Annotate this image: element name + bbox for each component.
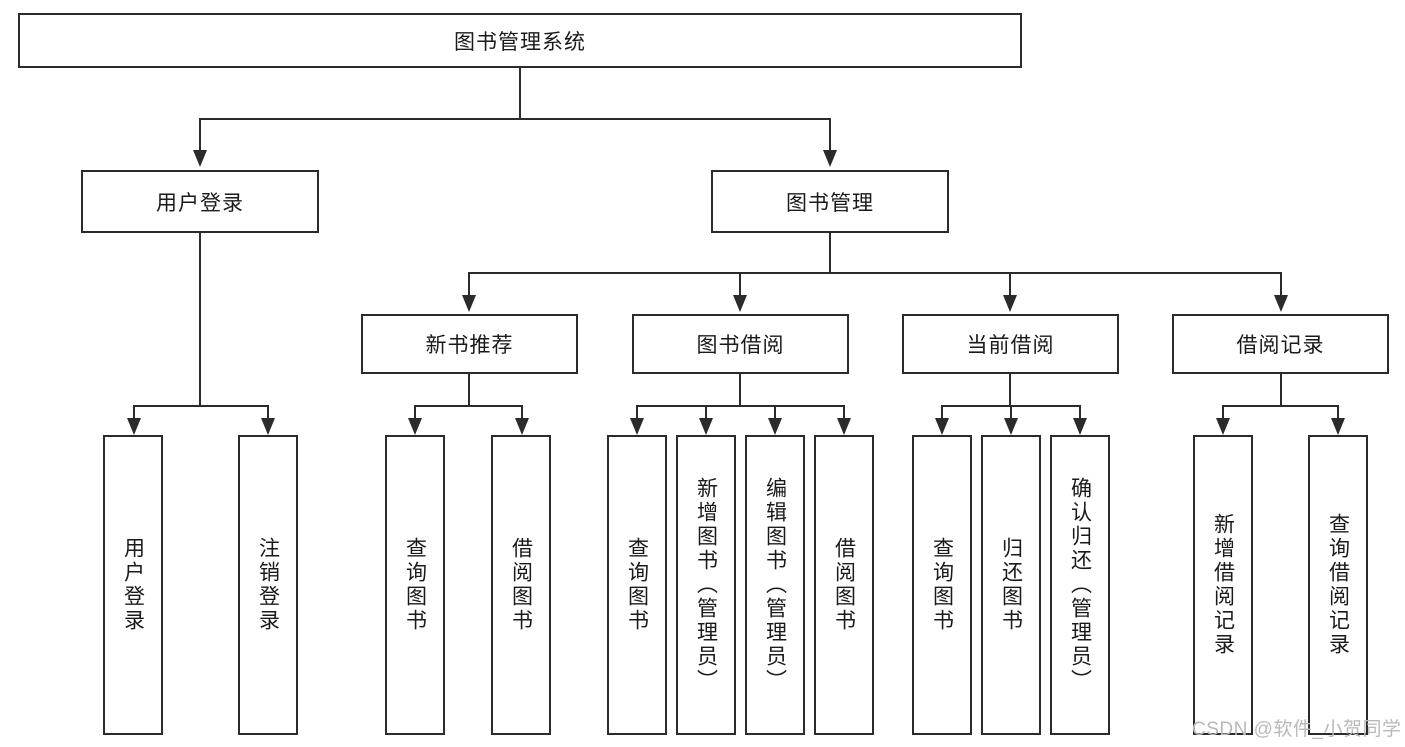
arrowhead-current-1 [935, 418, 949, 435]
node-label: 确认归还（管理员） [1068, 477, 1092, 693]
arrowhead-borrow-2 [699, 418, 713, 435]
node-label: 图书借阅 [696, 334, 785, 357]
leaf-query-book-borrow[interactable]: 查询图书 [607, 435, 667, 735]
connector-level1-bus [199, 118, 831, 120]
node-label: 借阅图书 [832, 537, 856, 633]
arrowhead-current-2 [1004, 418, 1018, 435]
arrowhead-borrow-3 [768, 418, 782, 435]
connector-user-login-bus [133, 405, 267, 407]
node-label: 归还图书 [999, 537, 1023, 633]
node-user-login[interactable]: 用户登录 [81, 170, 319, 233]
node-label: 编辑图书（管理员） [763, 477, 787, 693]
node-label: 用户登录 [156, 191, 244, 215]
node-label: 新增借阅记录 [1211, 513, 1235, 657]
node-label: 注销登录 [256, 537, 280, 633]
leaf-logout[interactable]: 注销登录 [238, 435, 298, 735]
node-label: 当前借阅 [966, 334, 1055, 357]
arrowhead-record-1 [1216, 418, 1230, 435]
connector-root-stem [519, 68, 521, 119]
leaf-return-book[interactable]: 归还图书 [981, 435, 1041, 735]
node-root-library-system[interactable]: 图书管理系统 [18, 13, 1022, 68]
connector-record-bus [1222, 405, 1338, 407]
connector-recommend-stem [468, 374, 470, 406]
node-label: 图书管理 [786, 191, 874, 215]
leaf-query-book-recommend[interactable]: 查询图书 [385, 435, 445, 735]
arrowhead-borrow-4 [837, 418, 851, 435]
arrowhead-level2-2 [733, 295, 747, 312]
node-borrow-record[interactable]: 借阅记录 [1172, 314, 1389, 374]
connector-record-stem [1280, 374, 1282, 406]
leaf-edit-book-admin[interactable]: 编辑图书（管理员） [745, 435, 805, 735]
arrowhead-borrow-1 [630, 418, 644, 435]
arrowhead-level2-1 [462, 295, 476, 312]
leaf-query-book-current[interactable]: 查询图书 [912, 435, 972, 735]
connector-borrow-stem [739, 374, 741, 406]
arrowhead-recommend-2 [515, 418, 529, 435]
arrowhead-recommend-1 [408, 418, 422, 435]
arrowhead-user-login-2 [261, 418, 275, 435]
connector-level2-drop-1 [468, 272, 470, 298]
arrowhead-record-2 [1331, 418, 1345, 435]
leaf-borrow-book[interactable]: 借阅图书 [814, 435, 874, 735]
node-label: 新书推荐 [425, 334, 514, 357]
leaf-confirm-return-admin[interactable]: 确认归还（管理员） [1050, 435, 1110, 735]
connector-level2-drop-2 [739, 272, 741, 298]
node-book-borrow[interactable]: 图书借阅 [632, 314, 849, 374]
arrowhead-level1-1 [193, 150, 207, 167]
leaf-borrow-book-recommend[interactable]: 借阅图书 [491, 435, 551, 735]
node-label: 用户登录 [121, 537, 145, 633]
arrowhead-level1-2 [823, 150, 837, 167]
connector-level2-drop-4 [1280, 272, 1282, 298]
node-label: 查询借阅记录 [1326, 513, 1350, 657]
arrowhead-current-3 [1073, 418, 1087, 435]
node-label: 借阅记录 [1236, 334, 1325, 357]
leaf-query-borrow-record[interactable]: 查询借阅记录 [1308, 435, 1368, 735]
node-label: 查询图书 [930, 537, 954, 633]
node-label: 查询图书 [403, 537, 427, 633]
node-label: 图书管理系统 [454, 30, 586, 54]
connector-user-login-stem [199, 233, 201, 406]
connector-level1-drop-1 [199, 118, 201, 153]
leaf-add-borrow-record[interactable]: 新增借阅记录 [1193, 435, 1253, 735]
node-current-borrow[interactable]: 当前借阅 [902, 314, 1119, 374]
connector-recommend-bus [414, 405, 522, 407]
connector-book-mgmt-stem [829, 233, 831, 274]
connector-level2-drop-3 [1009, 272, 1011, 298]
arrowhead-user-login-1 [127, 418, 141, 435]
node-new-book-recommend[interactable]: 新书推荐 [361, 314, 578, 374]
connector-borrow-bus [636, 405, 844, 407]
node-label: 借阅图书 [509, 537, 533, 633]
arrowhead-level2-3 [1003, 295, 1017, 312]
connector-level1-drop-2 [829, 118, 831, 153]
leaf-add-book-admin[interactable]: 新增图书（管理员） [676, 435, 736, 735]
node-label: 新增图书（管理员） [694, 477, 718, 693]
connector-current-stem [1009, 374, 1011, 406]
node-label: 查询图书 [625, 537, 649, 633]
arrowhead-level2-4 [1274, 295, 1288, 312]
node-book-management[interactable]: 图书管理 [711, 170, 949, 233]
leaf-user-login[interactable]: 用户登录 [103, 435, 163, 735]
connector-level2-bus [468, 272, 1280, 274]
